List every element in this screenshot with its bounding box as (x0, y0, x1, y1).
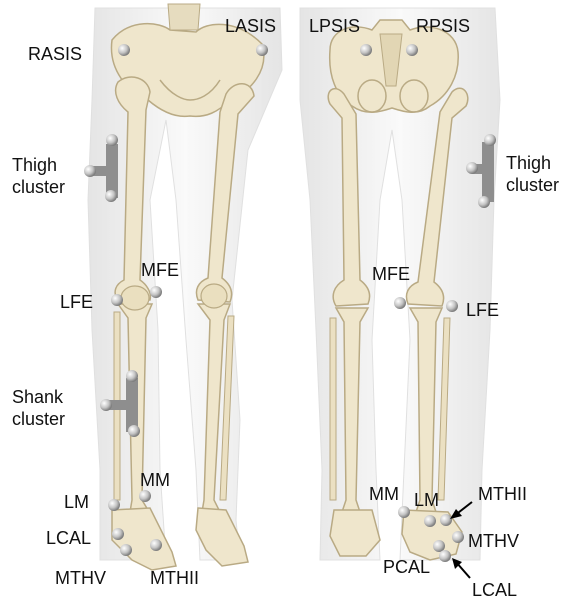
marker-lcal-anterior (112, 528, 124, 540)
marker-lfe-anterior (111, 294, 123, 306)
marker-mthii-posterior (440, 514, 452, 526)
marker-lasis (256, 44, 268, 56)
label-rasis: RASIS (28, 44, 82, 64)
label-mfe-anterior: MFE (141, 260, 179, 280)
marker-lm-anterior (108, 499, 120, 511)
label-lcal-anterior: LCAL (46, 528, 91, 548)
label-thigh-cluster-posterior: Thigh cluster (506, 152, 559, 196)
marker-thigh-cluster-p1 (484, 134, 496, 146)
foot-right-anterior (112, 508, 176, 570)
marker-rasis (118, 44, 130, 56)
marker-mm-anterior (139, 490, 151, 502)
posterior-view (300, 8, 500, 578)
label-lm-posterior: LM (414, 490, 439, 510)
fibula-left-posterior (330, 318, 336, 500)
marker-mfe-posterior (394, 297, 406, 309)
marker-pcal (433, 540, 445, 552)
marker-lpsis (360, 44, 372, 56)
marker-thigh-cluster-1 (106, 134, 118, 146)
marker-thigh-cluster-3 (105, 190, 117, 202)
label-mm-anterior: MM (140, 470, 170, 490)
arrow-lcal (452, 558, 470, 578)
label-mm-posterior: MM (369, 484, 399, 504)
label-lm-anterior: LM (64, 492, 89, 512)
label-mthv-posterior: MTHV (468, 531, 519, 551)
marker-lfe-posterior (446, 300, 458, 312)
marker-shank-cluster-3 (128, 425, 140, 437)
marker-shank-cluster-2 (100, 399, 112, 411)
label-lfe-posterior: LFE (466, 300, 499, 320)
marker-thigh-cluster-p3 (478, 196, 490, 208)
marker-mfe-anterior (150, 286, 162, 298)
marker-lm-posterior (424, 515, 436, 527)
marker-mm-posterior (398, 506, 410, 518)
marker-lcal-posterior (439, 550, 451, 562)
marker-mthv-posterior (452, 531, 464, 543)
label-lasis: LASIS (225, 16, 276, 36)
marker-shank-cluster-1 (126, 370, 138, 382)
label-mthii-anterior: MTHII (150, 568, 199, 588)
marker-mthii-anterior (150, 539, 162, 551)
marker-thigh-cluster-2 (84, 165, 96, 177)
anterior-view (84, 4, 282, 570)
label-mthii-posterior: MTHII (478, 484, 527, 504)
label-shank-cluster: Shank cluster (12, 386, 65, 430)
label-rpsis: RPSIS (416, 16, 470, 36)
label-lpsis: LPSIS (309, 16, 360, 36)
label-thigh-cluster-anterior: Thigh cluster (12, 154, 65, 198)
label-lfe-anterior: LFE (60, 292, 93, 312)
marker-rpsis (406, 44, 418, 56)
label-pcal: PCAL (383, 557, 430, 577)
marker-mthv-anterior (120, 544, 132, 556)
marker-thigh-cluster-p2 (466, 162, 478, 174)
foot-left-posterior (330, 510, 380, 556)
label-mthv-anterior: MTHV (55, 568, 106, 588)
label-lcal-posterior: LCAL (472, 580, 517, 600)
label-mfe-posterior: MFE (372, 264, 410, 284)
